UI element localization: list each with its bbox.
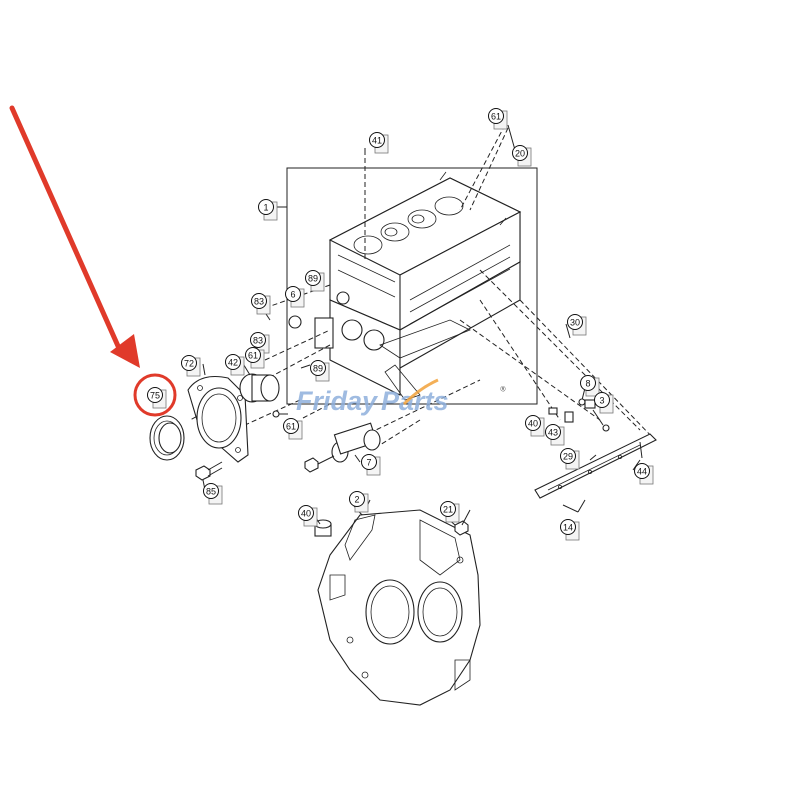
filter-part bbox=[304, 422, 381, 473]
callout-number: 40 bbox=[301, 509, 311, 519]
callout-7: 7 bbox=[361, 454, 381, 476]
callout-number: 29 bbox=[563, 452, 573, 462]
callout-number: 43 bbox=[548, 428, 558, 438]
callout-number: 61 bbox=[491, 112, 501, 122]
callout-14: 14 bbox=[560, 519, 580, 541]
callout-number: 61 bbox=[286, 422, 296, 432]
callout-number: 20 bbox=[515, 149, 525, 159]
callout-6: 6 bbox=[285, 286, 305, 308]
callout-2: 2 bbox=[349, 491, 369, 513]
flywheel-housing bbox=[317, 509, 481, 706]
bolt-85 bbox=[195, 461, 223, 481]
callout-number: 89 bbox=[308, 274, 318, 284]
engine-block-frame bbox=[286, 167, 538, 405]
callout-number: 42 bbox=[228, 358, 238, 368]
callout-61: 61 bbox=[245, 347, 265, 369]
callout-44: 44 bbox=[634, 463, 654, 485]
callouts: 61 20 41 1 89 6 83 83 72 42 61 75 85 89 61 7 30 83 40 43 29 4… bbox=[147, 108, 654, 541]
callout-89: 89 bbox=[310, 360, 330, 382]
watermark-swoosh bbox=[402, 378, 439, 406]
callout-20: 20 bbox=[512, 145, 532, 167]
watermark-word-1: Friday bbox=[296, 386, 379, 416]
callout-number: 89 bbox=[313, 364, 323, 374]
callout-number: 6 bbox=[290, 290, 295, 300]
callout-83: 83 bbox=[251, 293, 271, 315]
callout-number: 7 bbox=[366, 458, 371, 468]
callout-number: 8 bbox=[585, 379, 590, 389]
callout-61: 61 bbox=[488, 108, 508, 130]
callout-40: 40 bbox=[298, 505, 318, 527]
callout-number: 14 bbox=[563, 523, 573, 533]
callout-8: 8 bbox=[580, 375, 600, 397]
callout-number: 2 bbox=[354, 495, 359, 505]
callout-83: 83 bbox=[250, 332, 270, 354]
callout-number: 75 bbox=[150, 391, 160, 401]
highlight-arrow bbox=[9, 105, 140, 368]
watermark-word-2: Parts bbox=[381, 386, 449, 416]
small-parts-right bbox=[548, 323, 610, 432]
bolt-21 bbox=[454, 509, 471, 536]
callout-72: 72 bbox=[181, 355, 201, 377]
oil-seal-housing bbox=[187, 375, 249, 463]
callout-number: 21 bbox=[443, 505, 453, 515]
callout-number: 1 bbox=[263, 203, 268, 213]
gear-part bbox=[239, 373, 280, 403]
callout-3: 3 bbox=[594, 392, 614, 414]
engine-block bbox=[288, 171, 522, 401]
callout-61: 61 bbox=[283, 418, 303, 440]
callout-29: 29 bbox=[560, 448, 580, 470]
callout-85: 85 bbox=[203, 483, 223, 505]
callout-number: 30 bbox=[570, 318, 580, 328]
callout-number: 40 bbox=[528, 419, 538, 429]
callout-42: 42 bbox=[225, 354, 245, 376]
watermark-registered: ® bbox=[500, 386, 506, 394]
callout-75: 75 bbox=[147, 387, 167, 409]
callout-number: 3 bbox=[599, 396, 604, 406]
callout-1: 1 bbox=[258, 199, 278, 221]
cover-plate bbox=[534, 433, 657, 513]
callout-21: 21 bbox=[440, 501, 460, 523]
callout-number: 61 bbox=[248, 351, 258, 361]
callout-number: 83 bbox=[254, 297, 264, 307]
callout-number: 72 bbox=[184, 359, 194, 369]
callout-number: 85 bbox=[206, 487, 216, 497]
highlight-circle bbox=[133, 373, 177, 417]
callout-89: 89 bbox=[305, 270, 325, 292]
callout-number: 41 bbox=[372, 136, 382, 146]
callout-40: 40 bbox=[525, 415, 545, 437]
callout-41: 41 bbox=[369, 132, 389, 154]
callout-30: 30 bbox=[567, 314, 587, 336]
oil-seal bbox=[149, 415, 185, 461]
callout-43: 43 bbox=[545, 424, 565, 446]
callout-number: 83 bbox=[253, 336, 263, 346]
pin-61 bbox=[272, 410, 288, 418]
callout-number: 44 bbox=[637, 467, 647, 477]
